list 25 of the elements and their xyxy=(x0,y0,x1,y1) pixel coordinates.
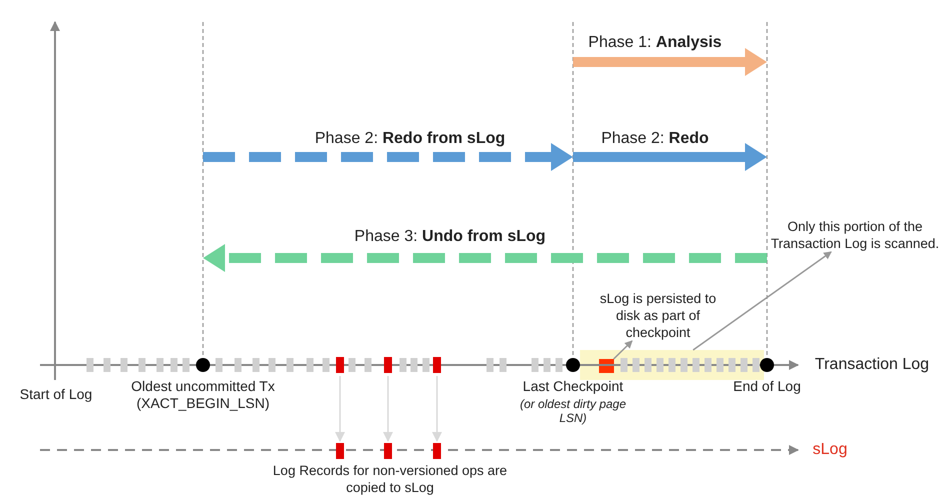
phase-label: Phase 2: Redo xyxy=(600,130,710,147)
point-label: Last Checkpoint xyxy=(522,378,624,395)
point-label: Oldest uncommitted Tx (XACT_BEGIN_LSN) xyxy=(130,378,276,412)
callout-text: Only this portion of the Transaction Log is scanned. xyxy=(760,218,950,252)
log-record-marker xyxy=(336,357,344,373)
axis-label: Transaction Log xyxy=(814,356,930,373)
leader-arrow xyxy=(692,251,832,351)
copy-arrow xyxy=(432,376,442,442)
axis-label: sLog xyxy=(812,441,848,458)
log-record-marker xyxy=(384,357,392,373)
copy-arrow xyxy=(335,376,345,442)
slog-record-marker xyxy=(433,443,441,459)
slog-record-marker xyxy=(336,443,344,459)
point-label: End of Log xyxy=(732,378,802,395)
note-text: Log Records for non-versioned ops are copied to sLog xyxy=(272,462,508,496)
log-record-marker xyxy=(433,357,441,373)
axis-label: Start of Log xyxy=(18,386,94,403)
leader-arrow xyxy=(613,340,633,360)
copy-arrow xyxy=(383,376,393,442)
callout-text: sLog is persisted to disk as part of checkpoint xyxy=(590,290,726,341)
phase-label: Phase 3: Undo from sLog xyxy=(353,228,547,245)
slog-record-marker xyxy=(384,443,392,459)
note-text: (or oldest dirty page LSN) xyxy=(518,397,628,425)
phase-label: Phase 2: Redo from sLog xyxy=(314,130,506,147)
phase-label: Phase 1: Analysis xyxy=(587,34,723,51)
